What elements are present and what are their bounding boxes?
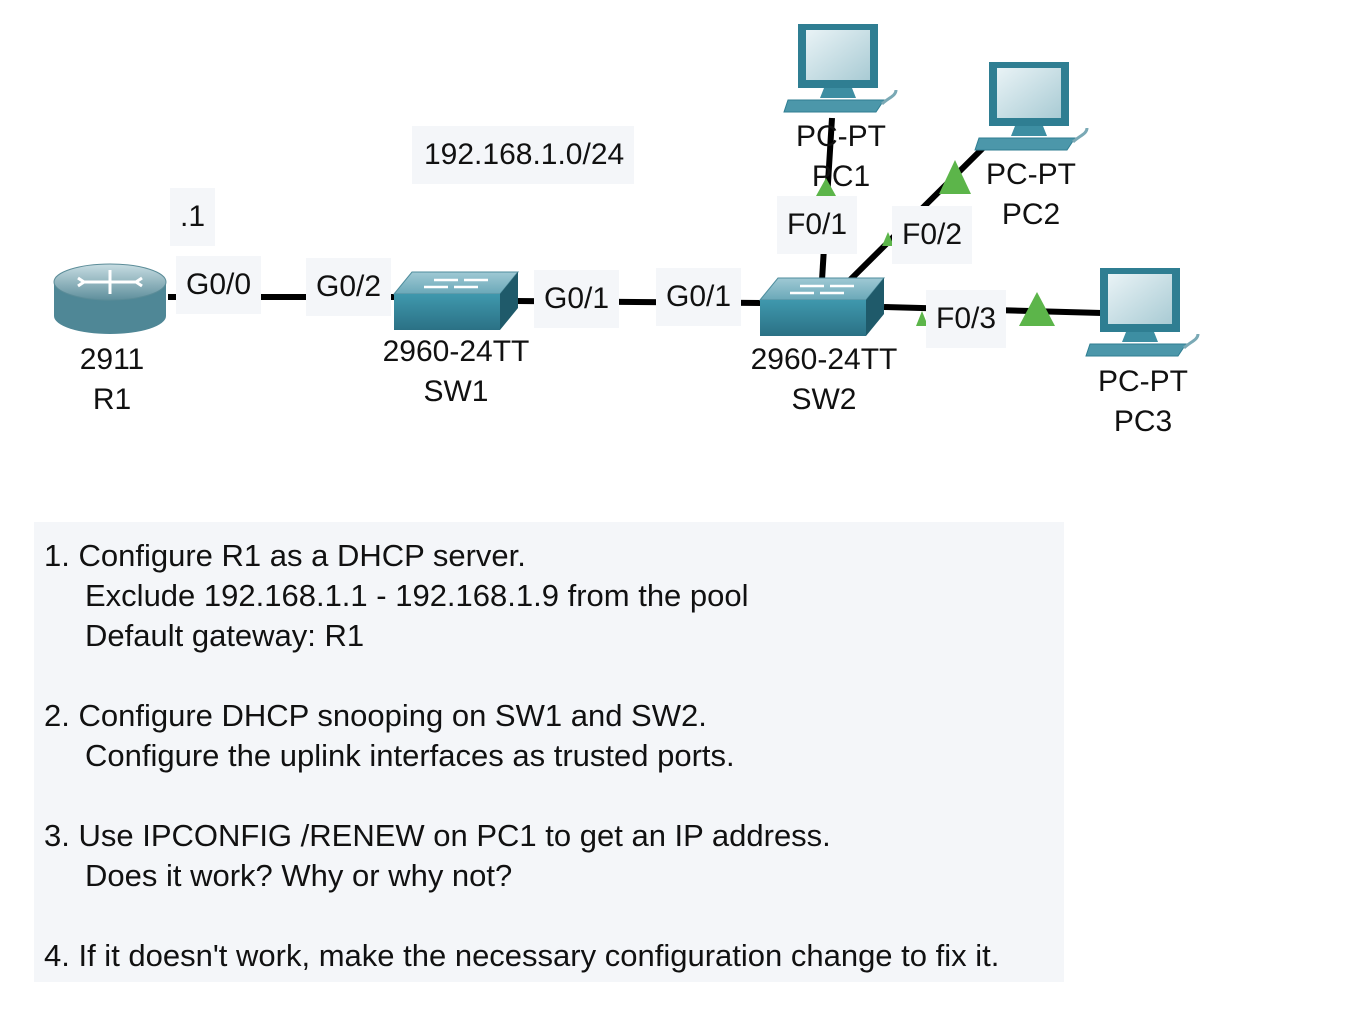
network-topology xyxy=(53,24,1200,357)
subnet-label: 192.168.1.0/24 xyxy=(412,126,635,184)
task-item: 3. Use IPCONFIG /RENEW on PC1 to get an … xyxy=(44,816,831,896)
pc-icon[interactable] xyxy=(783,24,898,113)
router-ip-label: .1 xyxy=(170,188,216,246)
link-up-indicator xyxy=(916,311,928,326)
task-list: 1. Configure R1 as a DHCP server. Exclud… xyxy=(34,522,1064,982)
device-name: PC2 xyxy=(1001,198,1061,231)
port-label-sw1-g02: G0/2 xyxy=(306,258,392,316)
switch-icon[interactable] xyxy=(758,277,886,336)
port-label-sw1-g01: G0/1 xyxy=(534,270,620,328)
port-label-r1-g00: G0/0 xyxy=(176,256,262,314)
task-heading: 3. Use IPCONFIG /RENEW on PC1 to get an … xyxy=(44,818,831,853)
port-label-sw2-f03: F0/3 xyxy=(926,290,1007,348)
switch-icon[interactable] xyxy=(392,271,520,330)
task-item: 4. If it doesn't work, make the necessar… xyxy=(44,936,999,976)
pc-icon[interactable] xyxy=(1085,268,1200,357)
task-item: 1. Configure R1 as a DHCP server. Exclud… xyxy=(44,536,749,656)
device-label-pc1: PC-PT PC1 xyxy=(786,117,896,197)
device-name: PC3 xyxy=(1113,405,1173,438)
task-heading: 4. If it doesn't work, make the necessar… xyxy=(44,938,1000,973)
task-detail: Configure the uplink interfaces as trust… xyxy=(85,738,735,773)
device-label-sw2: 2960-24TT SW2 xyxy=(744,340,904,420)
task-detail: Exclude 192.168.1.1 - 192.168.1.9 from t… xyxy=(85,578,749,613)
device-name: R1 xyxy=(92,383,132,416)
device-label-pc2: PC-PT PC2 xyxy=(976,155,1086,235)
device-model: PC-PT xyxy=(1098,365,1188,398)
router-icon[interactable] xyxy=(53,263,167,334)
device-model: PC-PT xyxy=(986,158,1076,191)
device-model: 2960-24TT xyxy=(382,335,530,368)
link-up-indicator xyxy=(816,178,836,196)
port-label-sw2-f02: F0/2 xyxy=(892,206,973,264)
device-model: 2960-24TT xyxy=(750,343,898,376)
link-up-indicator xyxy=(882,232,894,246)
device-label-sw1: 2960-24TT SW1 xyxy=(376,332,536,412)
device-name: SW2 xyxy=(791,383,857,416)
device-model: PC-PT xyxy=(796,120,886,153)
link-up-indicator xyxy=(1019,292,1055,326)
task-detail: Does it work? Why or why not? xyxy=(85,858,513,893)
link-indicators xyxy=(816,160,1055,326)
task-heading: 2. Configure DHCP snooping on SW1 and SW… xyxy=(44,698,707,733)
port-label-sw2-g01: G0/1 xyxy=(656,268,742,326)
device-name: PC1 xyxy=(811,160,871,193)
pc-icon[interactable] xyxy=(974,62,1089,151)
device-label-pc3: PC-PT PC3 xyxy=(1088,362,1198,442)
device-model: 2911 xyxy=(79,343,145,376)
task-item: 2. Configure DHCP snooping on SW1 and SW… xyxy=(44,696,735,776)
link-up-indicator xyxy=(939,160,971,194)
task-heading: 1. Configure R1 as a DHCP server. xyxy=(44,538,526,573)
task-detail: Default gateway: R1 xyxy=(85,618,365,653)
device-label-r1: 2911 R1 xyxy=(72,340,152,420)
port-label-sw2-f01: F0/1 xyxy=(777,196,858,254)
device-name: SW1 xyxy=(423,375,489,408)
